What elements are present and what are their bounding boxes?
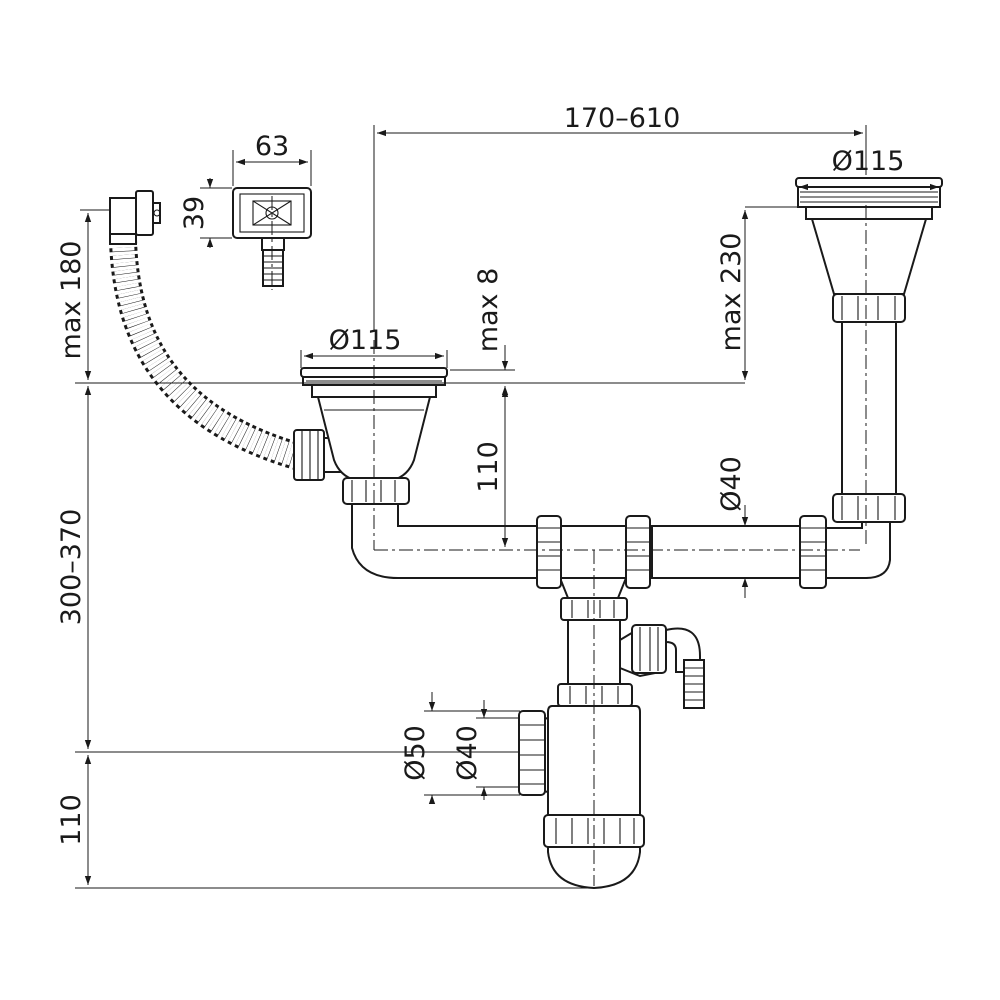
dimension-lines bbox=[75, 125, 939, 889]
right-strainer-diameter-label: Ø115 bbox=[832, 146, 905, 177]
tee-fitting bbox=[536, 515, 827, 599]
overflow-hose-height-label: max 180 bbox=[56, 241, 87, 360]
trap-outlet-outer-label: Ø50 bbox=[400, 725, 431, 781]
total-height-label: 300–370 bbox=[56, 509, 87, 626]
overflow-hose bbox=[109, 190, 347, 481]
right-sink-strainer bbox=[795, 177, 943, 523]
left-strainer-diameter-label: Ø115 bbox=[329, 325, 402, 356]
bottle-trap bbox=[518, 597, 705, 890]
left-drain-to-pipe-label: 110 bbox=[473, 441, 504, 493]
right-drain-height-label: max 230 bbox=[716, 233, 747, 352]
trap-bottom-label: 110 bbox=[56, 794, 87, 846]
horizontal-waste-pipe bbox=[351, 503, 892, 579]
trap-outlet-inner-label: Ø40 bbox=[452, 725, 483, 781]
overflow-width-label: 63 bbox=[255, 131, 289, 162]
strainer-lip-label: max 8 bbox=[473, 268, 504, 353]
center-lines bbox=[271, 196, 867, 886]
dimension-labels: 63 39 170–610 Ø115 Ø115 max 180 max 8 ma… bbox=[56, 103, 904, 846]
pipe-diameter-label: Ø40 bbox=[716, 456, 747, 512]
drain-span-label: 170–610 bbox=[564, 103, 681, 134]
overflow-height-label: 39 bbox=[179, 196, 210, 230]
